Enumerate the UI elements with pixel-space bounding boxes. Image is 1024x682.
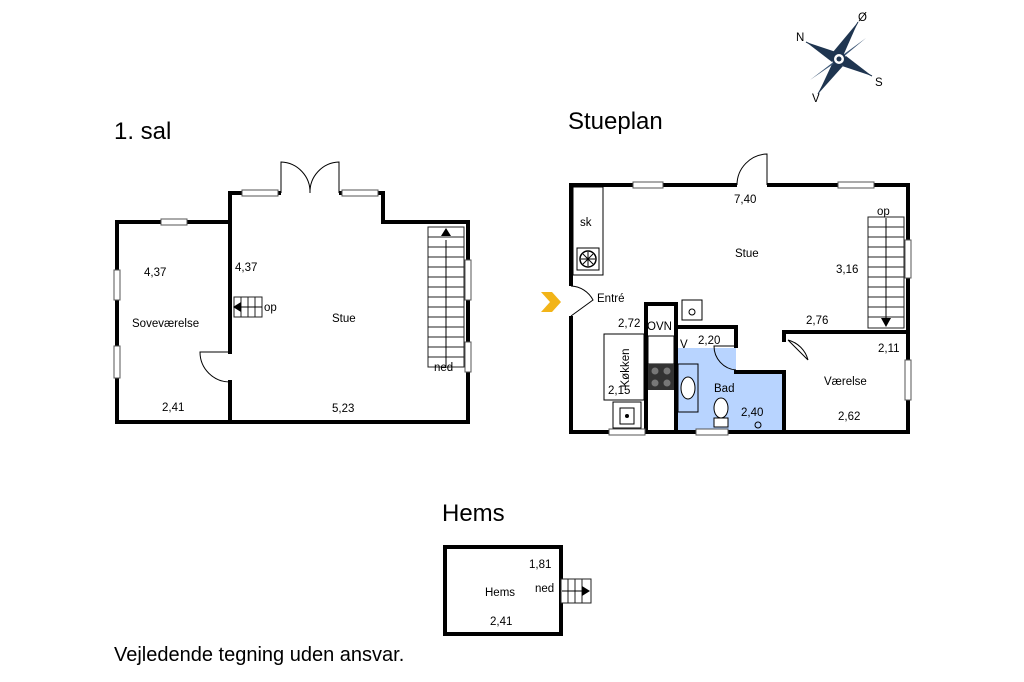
upper-bedroom-label: Soveværelse [132, 318, 199, 330]
upper-stair-down-label: ned [434, 362, 453, 374]
ground-room-width: 2,62 [838, 411, 860, 423]
stair-arrow-icon [233, 302, 241, 312]
ground-entry-label: Entré [597, 293, 625, 305]
ground-room-depth: 2,11 [878, 343, 900, 355]
upper-living-label: Stue [332, 313, 356, 325]
upper-floor-title: 1. sal [114, 118, 171, 145]
loft-title: Hems [442, 500, 505, 527]
upper-bedroom-depth: 4,37 [144, 267, 166, 279]
ground-stair-depth: 3,16 [836, 264, 858, 276]
ground-kitchen-label: Køkken [620, 349, 632, 388]
upper-stair-up-label: op [264, 302, 277, 314]
ground-vent-label: V [680, 339, 688, 351]
compass-label-south: S [875, 77, 883, 89]
ground-living-width: 2,76 [806, 315, 828, 327]
upper-living-width: 5,23 [332, 403, 354, 415]
stair-arrow-icon [582, 586, 590, 596]
ground-living-label: Stue [735, 248, 759, 260]
bath-area [676, 348, 784, 430]
loft-width: 2,41 [490, 616, 512, 628]
compass-rose-icon [805, 21, 873, 95]
compass-label-west: V [812, 93, 820, 105]
upper-bedroom-width: 2,41 [162, 402, 184, 414]
ground-storage-label: sk [580, 217, 592, 229]
compass-label-east: Ø [858, 12, 867, 24]
stair-arrow-icon [881, 318, 891, 327]
disclaimer-text: Vejledende tegning uden ansvar. [114, 644, 404, 666]
ground-bath-depth: 2,20 [698, 335, 720, 347]
ground-floor-title: Stueplan [568, 108, 663, 135]
ground-floor-plan [541, 153, 912, 436]
ground-room-label: Værelse [824, 376, 867, 388]
compass-label-north: N [796, 32, 804, 44]
loft-depth: 1,81 [529, 559, 551, 571]
ground-kitchen-width: 2,15 [608, 385, 630, 397]
upper-floor-plan [113, 161, 472, 424]
entrance-arrow-icon [541, 292, 561, 312]
ground-kitchen-depth: 2,72 [618, 318, 640, 330]
loft-plan [443, 545, 592, 636]
ground-total-width: 7,40 [734, 194, 756, 206]
ground-bath-width: 2,40 [741, 407, 763, 419]
ground-stair-up-label: op [877, 206, 890, 218]
loft-stair-down-label: ned [535, 583, 554, 595]
ground-bath-label: Bad [714, 383, 734, 395]
loft-label: Hems [485, 587, 515, 599]
ground-oven-label: OVN [647, 321, 672, 333]
upper-living-depth: 4,37 [235, 262, 257, 274]
stair-arrow-icon [441, 228, 451, 236]
